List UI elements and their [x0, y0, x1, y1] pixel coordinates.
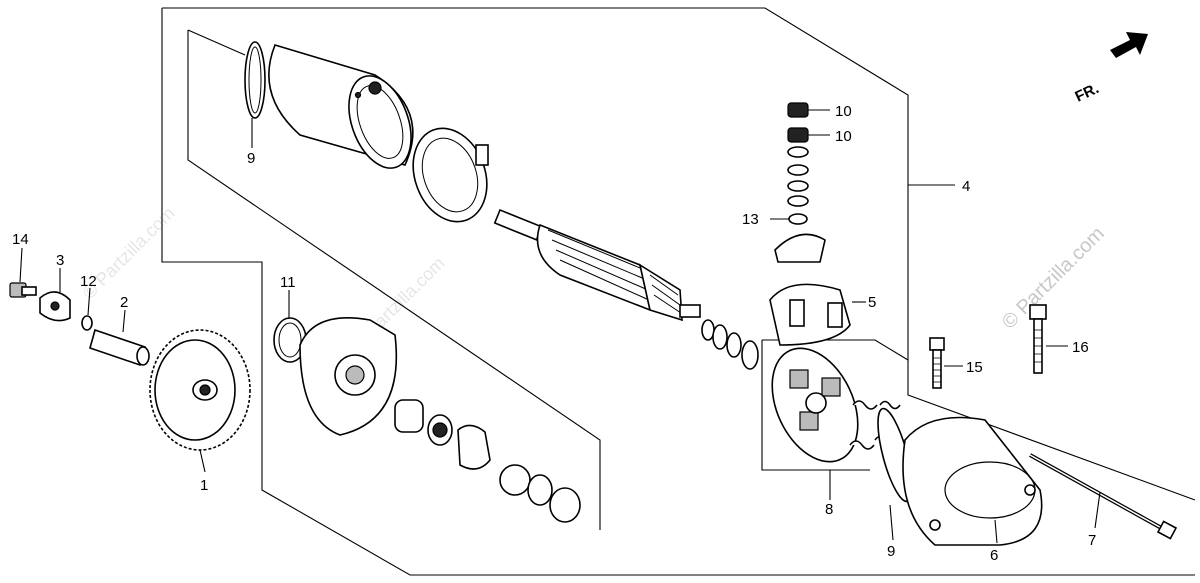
starter-driven-gear [149, 329, 251, 451]
callout-6: 6 [990, 547, 998, 564]
bolt-15 [929, 337, 945, 389]
armature-washers [701, 319, 759, 370]
callout-10-lower: 10 [835, 128, 852, 145]
through-bolt [1029, 453, 1178, 540]
direction-label: FR. [1073, 80, 1102, 106]
brush-holder [771, 347, 901, 463]
bearing-and-seals [394, 399, 581, 523]
arrow-icon [1110, 32, 1148, 58]
bolt-16 [1029, 304, 1047, 374]
callout-8: 8 [825, 501, 833, 518]
shaft [89, 328, 150, 367]
callout-11: 11 [280, 274, 296, 291]
insulator-ring [412, 127, 489, 223]
leader-lines [19, 109, 1101, 544]
callout-4: 4 [962, 178, 970, 195]
terminal-nut-stack [774, 102, 826, 263]
callout-12: 12 [80, 273, 97, 290]
armature [493, 208, 701, 322]
brush-terminal [769, 283, 851, 346]
callout-10-upper: 10 [835, 103, 852, 120]
callout-13: 13 [742, 211, 759, 228]
callout-9-upper: 9 [247, 150, 255, 167]
callout-5: 5 [868, 294, 876, 311]
o-ring-upper [244, 41, 266, 119]
rear-cover [902, 416, 1043, 546]
motor-yoke [268, 44, 414, 169]
front-direction-arrow: FR. [1073, 32, 1148, 106]
callout-16: 16 [1072, 339, 1089, 356]
shift-collar-parts [9, 282, 93, 331]
assembly-outline [161, 7, 1196, 576]
watermark-main: © Partzilla.com [998, 223, 1109, 334]
callout-3: 3 [56, 252, 64, 269]
callout-labels: 1 2 3 4 5 6 7 8 9 9 10 10 11 12 13 14 15… [12, 103, 1096, 564]
callout-2: 2 [120, 294, 128, 311]
callout-7: 7 [1088, 532, 1096, 549]
front-cover [273, 317, 398, 436]
callout-1: 1 [200, 477, 208, 494]
callout-9-lower: 9 [887, 543, 895, 560]
callout-14: 14 [12, 231, 29, 248]
callout-15: 15 [966, 359, 983, 376]
